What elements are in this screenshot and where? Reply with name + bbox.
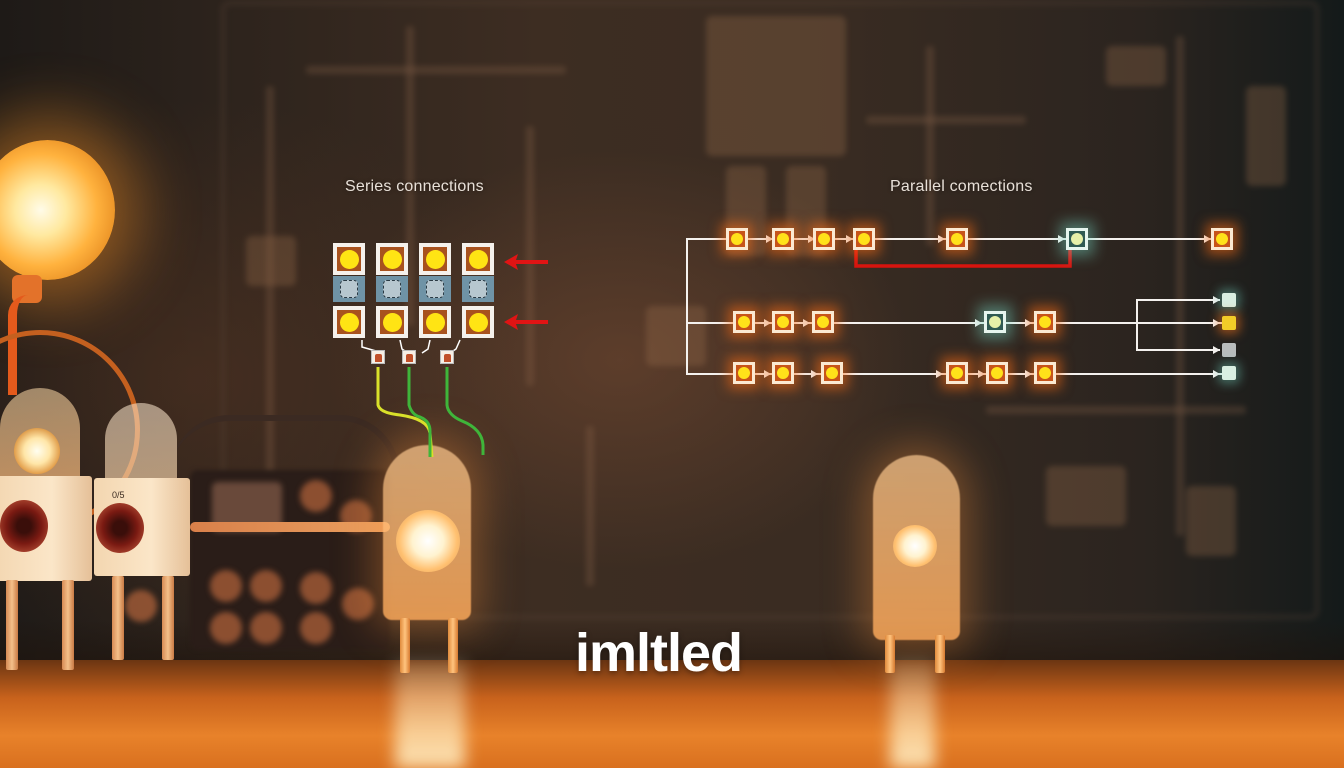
led-chip (419, 306, 451, 338)
led-chip (733, 362, 755, 384)
wire-connector (440, 350, 454, 364)
led-chip (772, 311, 794, 333)
led-chip-teal (1066, 228, 1088, 250)
spacer-chip (462, 276, 494, 302)
glowing-bulb (0, 140, 115, 280)
end-terminal (1222, 316, 1236, 330)
led-chip (986, 362, 1008, 384)
module-marking: 0/5 (112, 490, 125, 500)
orange-wire (8, 295, 30, 395)
end-terminal (1222, 366, 1236, 380)
led-chip (333, 306, 365, 338)
led-chip (946, 362, 968, 384)
led-chip-teal (984, 311, 1006, 333)
orange-cable (190, 522, 390, 532)
led-chip (946, 228, 968, 250)
led-chip (333, 243, 365, 275)
end-terminal (1222, 343, 1236, 357)
led-chip (462, 306, 494, 338)
spacer-chip (376, 276, 408, 302)
led-chip (813, 228, 835, 250)
led-chip (1211, 228, 1233, 250)
red-bypass-wire (854, 248, 1072, 268)
wire-connector (371, 350, 385, 364)
led-chip (462, 243, 494, 275)
series-connections-label: Series connections (345, 178, 484, 195)
led-chip (1034, 362, 1056, 384)
led-chip (419, 243, 451, 275)
spacer-chip (419, 276, 451, 302)
parallel-connections-label: Parallel comections (890, 178, 1033, 195)
led-chip (733, 311, 755, 333)
spacer-chip (333, 276, 365, 302)
red-arrow-icon (504, 254, 548, 270)
led-chip (726, 228, 748, 250)
led-chip (1034, 311, 1056, 333)
wire-connector (402, 350, 416, 364)
brand-logo-text: imltled (575, 623, 743, 683)
workbench-surface (0, 660, 1344, 768)
led-chip (821, 362, 843, 384)
led-chip (772, 362, 794, 384)
series-wires (361, 339, 485, 458)
led-chip (853, 228, 875, 250)
end-terminal (1222, 293, 1236, 307)
floor-reflection (890, 660, 935, 768)
led-chip (812, 311, 834, 333)
led-chip (376, 306, 408, 338)
floor-reflection (395, 660, 465, 768)
led-chip (376, 243, 408, 275)
red-arrow-icon (504, 314, 548, 330)
parallel-bus (686, 238, 688, 374)
led-chip (772, 228, 794, 250)
